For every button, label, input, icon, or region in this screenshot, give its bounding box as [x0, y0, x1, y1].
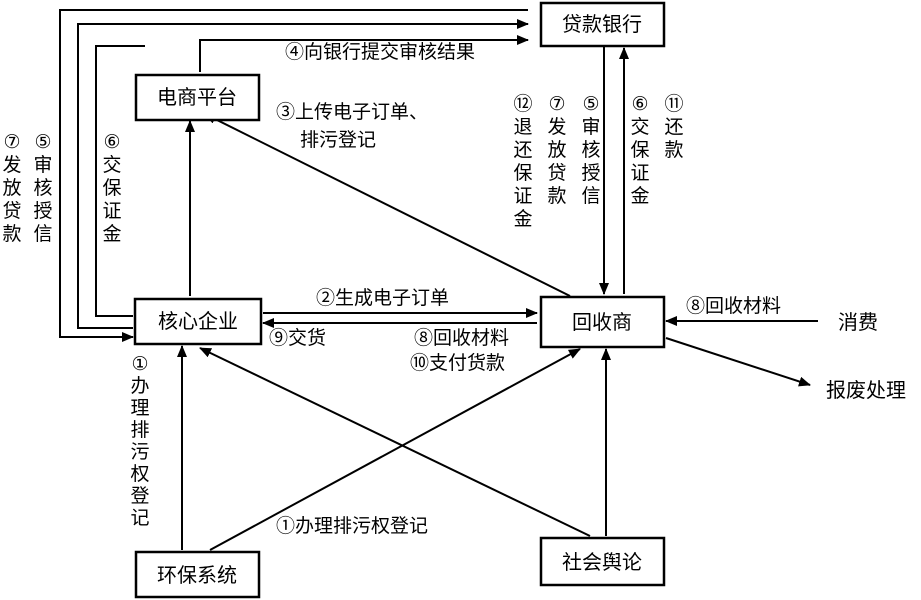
node-platform-label: 电商平台 [157, 85, 237, 109]
edge-public-to-core [199, 347, 591, 537]
node-env: 环保系统 [134, 550, 261, 599]
node-bank: 贷款银行 [539, 1, 666, 48]
node-platform: 电商平台 [134, 73, 261, 122]
label-recycle-material: ⑧回收材料 [414, 327, 509, 349]
label-submit-audit: ④向银行提交审核结果 [285, 41, 475, 63]
node-recycler-label: 回收商 [572, 310, 632, 334]
edge-platform-to-bank [199, 35, 529, 72]
edge-recycler-to-platform [204, 113, 571, 297]
edge-core-to-bank-audit [77, 19, 529, 329]
edge-env-to-recycler [209, 348, 581, 551]
node-bank-label: 贷款银行 [562, 12, 642, 36]
node-env-label: 环保系统 [157, 563, 237, 587]
edge-recycler-to-scrap [665, 337, 811, 387]
edge-bank-to-core-outer [59, 9, 528, 342]
edge-core-to-bank-deposit [95, 45, 145, 317]
label-consume-recycle: ⑧回收材料 [686, 295, 781, 317]
node-core: 核心企业 [133, 297, 263, 346]
label-upload-line2: 排污登记 [300, 129, 376, 151]
node-recycler: 回收商 [539, 295, 666, 349]
label-env-register: ①办理排污权登记 [276, 515, 428, 537]
node-core-label: 核心企业 [158, 309, 238, 333]
label-gen-order: ②生成电子订单 [316, 287, 449, 309]
node-consume-label: 消费 [838, 310, 878, 334]
node-scrap-label: 报废处理 [826, 378, 906, 402]
label-deliver: ⑨交货 [269, 327, 326, 349]
label-pay-loan: ⑩支付货款 [410, 352, 505, 374]
node-public: 社会舆论 [539, 536, 666, 587]
label-upload-line1: ③上传电子订单、 [276, 101, 428, 123]
node-public-label: 社会舆论 [562, 550, 642, 574]
